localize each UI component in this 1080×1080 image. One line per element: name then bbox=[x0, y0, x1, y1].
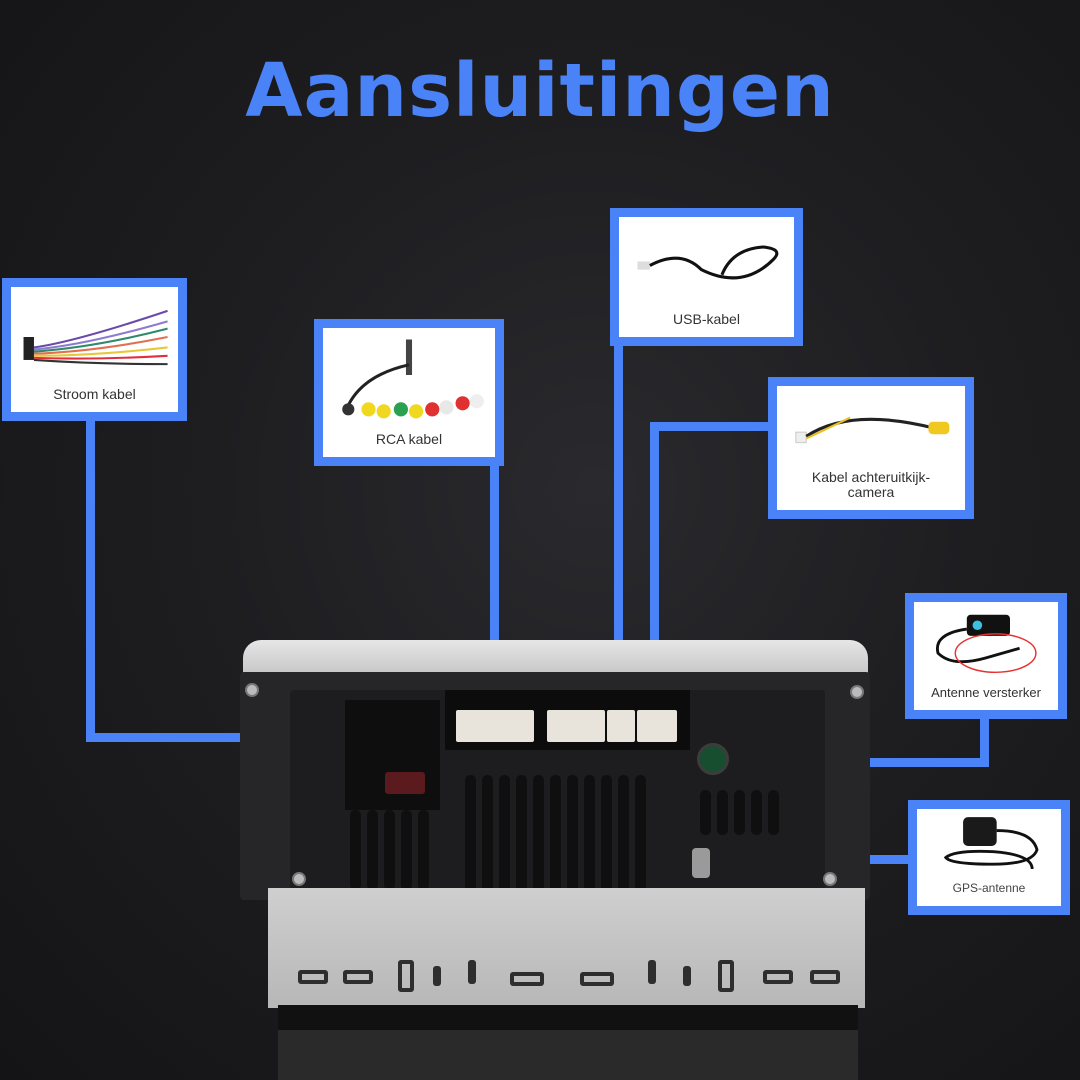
card-label: Antenne versterker bbox=[931, 685, 1041, 700]
display-stand bbox=[278, 1030, 858, 1080]
card-label: GPS-antenne bbox=[952, 881, 1026, 895]
screw bbox=[245, 683, 259, 697]
connector-line-rca bbox=[490, 465, 499, 675]
connector-line-camera bbox=[650, 422, 659, 688]
card-label: RCA kabel bbox=[375, 431, 443, 447]
antenna-amplifier-icon bbox=[935, 614, 1037, 674]
camera-connector-port bbox=[637, 710, 677, 742]
connector-line-antenna bbox=[980, 715, 989, 767]
connector-line-power bbox=[86, 733, 376, 742]
screw bbox=[292, 872, 306, 886]
antenna-amplifier-port bbox=[697, 743, 729, 775]
heatsink-fins bbox=[700, 790, 779, 835]
connector-port bbox=[607, 710, 635, 742]
connector-line-camera bbox=[650, 422, 775, 431]
heatsink-fins bbox=[350, 810, 429, 890]
wiring-harness-icon bbox=[23, 309, 168, 366]
card-gps-antenna: GPS-antenne bbox=[908, 800, 1070, 915]
rca-connector-port bbox=[456, 710, 534, 742]
usb-cable-icon bbox=[637, 245, 779, 280]
chassis-bottom-edge bbox=[278, 1005, 858, 1030]
screw bbox=[850, 685, 864, 699]
card-camera-cable: Kabel achteruitkijk-camera bbox=[768, 377, 974, 519]
card-label: Kabel achteruitkijk-camera bbox=[811, 469, 931, 500]
camera-cable-icon bbox=[795, 416, 950, 444]
card-power-cable: Stroom kabel bbox=[2, 278, 187, 421]
card-usb-cable: USB-kabel bbox=[610, 208, 803, 346]
gps-antenna-icon bbox=[943, 817, 1039, 870]
fuse bbox=[385, 772, 425, 794]
gps-antenna-port bbox=[692, 848, 710, 878]
heatsink-fins bbox=[465, 775, 646, 895]
rca-cable-icon bbox=[342, 339, 484, 419]
metal-chassis bbox=[268, 888, 865, 1008]
connector-line-usb bbox=[614, 345, 623, 688]
card-rca-cable: RCA kabel bbox=[314, 319, 504, 466]
screw bbox=[823, 872, 837, 886]
card-antenna-amplifier: Antenne versterker bbox=[905, 593, 1067, 719]
page-title: Aansluitingen bbox=[245, 48, 835, 134]
usb-connector-port bbox=[547, 710, 605, 742]
card-label: Stroom kabel bbox=[53, 386, 136, 402]
card-label: USB-kabel bbox=[673, 311, 740, 327]
connector-line-power bbox=[86, 420, 95, 742]
